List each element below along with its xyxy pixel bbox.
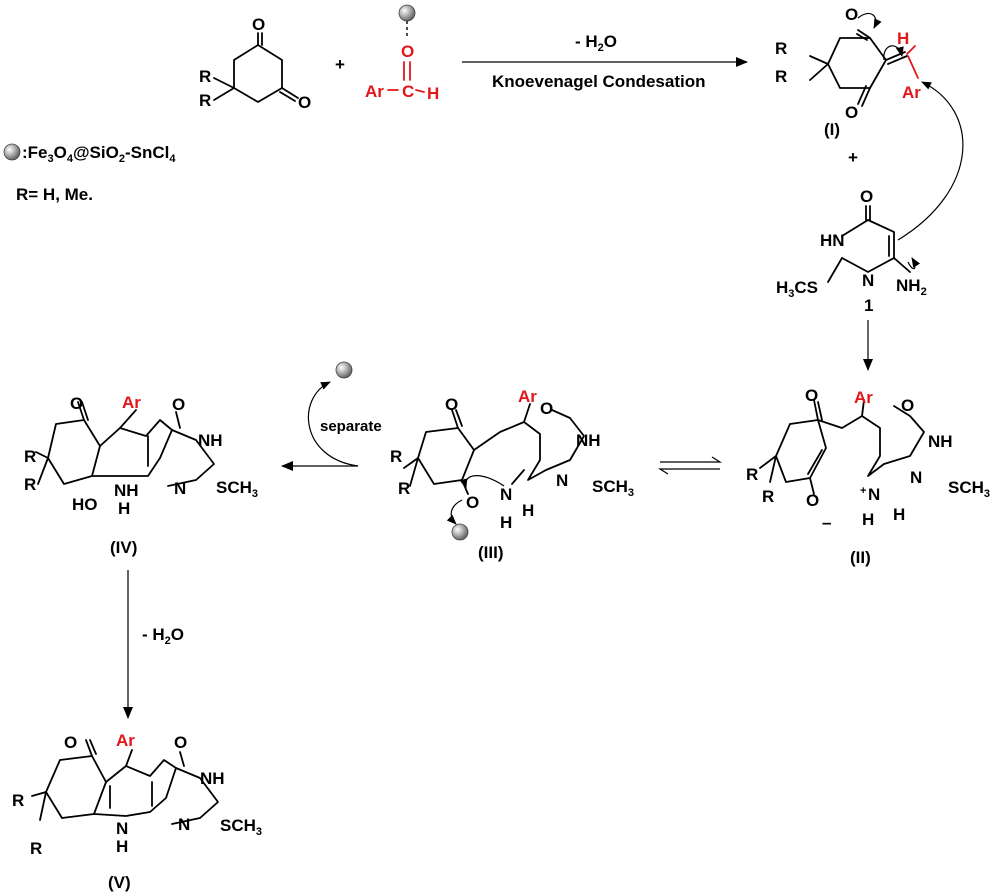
ring-n: N bbox=[556, 471, 568, 490]
intermediate-III: O Ar O NH N SCH3 O N H H R R (III) bbox=[390, 387, 634, 562]
label-III: (III) bbox=[478, 543, 504, 562]
aryl-group: Ar bbox=[365, 82, 384, 101]
aryl-group: Ar bbox=[902, 83, 921, 102]
atom-r: R bbox=[12, 791, 24, 810]
atom-h: H bbox=[897, 29, 909, 48]
atom-h: H bbox=[893, 505, 905, 524]
ring-n: N bbox=[116, 819, 128, 838]
atom-o: O bbox=[70, 394, 83, 413]
ring-nh: HN bbox=[820, 231, 845, 250]
aldehyde-reactant: O C Ar H bbox=[365, 4, 439, 103]
atom-h: H bbox=[116, 837, 128, 856]
atom-o: O bbox=[540, 399, 553, 418]
atom-r: R bbox=[24, 447, 36, 466]
step-name: Knoevenagel Condesation bbox=[492, 72, 705, 91]
intermediate-II: O Ar O NH N SCH3 O – + N H H R R (II) bbox=[746, 386, 990, 567]
atom-o: O bbox=[845, 103, 858, 122]
ring-nh: NH bbox=[200, 769, 225, 788]
atom-h: H bbox=[500, 513, 512, 532]
ring-nh: NH bbox=[576, 431, 601, 450]
ring-n: N bbox=[862, 271, 874, 290]
intermediate-I: O O H Ar R R (I) bbox=[775, 5, 921, 139]
atom-o: O bbox=[445, 395, 458, 414]
atom-r: R bbox=[398, 479, 410, 498]
atom-h: H bbox=[862, 510, 874, 529]
atom-r: R bbox=[762, 487, 774, 506]
amino-n: N bbox=[500, 485, 512, 504]
atom-o: O bbox=[805, 386, 818, 405]
ring-n: N bbox=[174, 479, 186, 498]
label-IV: (IV) bbox=[110, 538, 137, 557]
atom-r: R bbox=[199, 91, 211, 110]
atom-r: R bbox=[30, 839, 42, 858]
atom-o: O bbox=[860, 187, 873, 206]
atom-r: R bbox=[24, 475, 36, 494]
compound-number: 1 bbox=[864, 296, 873, 315]
plus-sign: + bbox=[335, 55, 345, 74]
carbonyl-o: O bbox=[466, 493, 479, 512]
ring-nh: NH bbox=[114, 481, 139, 500]
separate-label: separate bbox=[320, 418, 382, 435]
catalyst-icon bbox=[3, 143, 21, 161]
knoevenagel-step: - H2O Knoevenagel Condesation bbox=[462, 32, 748, 91]
atom-o: O bbox=[298, 93, 311, 112]
step-reagent: - H2O bbox=[142, 625, 184, 647]
methylthio-group: SCH3 bbox=[592, 477, 634, 499]
atom-h: H bbox=[427, 84, 439, 103]
atom-h: H bbox=[118, 499, 130, 518]
atom-r: R bbox=[775, 67, 787, 86]
aryl-group: Ar bbox=[122, 393, 141, 412]
atom-o: O bbox=[901, 396, 914, 415]
atom-o: O bbox=[174, 733, 187, 752]
aryl-group: Ar bbox=[116, 731, 135, 750]
label-V: (V) bbox=[108, 873, 131, 892]
ring-n: N bbox=[910, 468, 922, 487]
separate-step: separate bbox=[281, 361, 382, 471]
aryl-group: Ar bbox=[518, 387, 537, 406]
catalyst-icon bbox=[451, 523, 469, 541]
plus-sign: + bbox=[848, 148, 858, 167]
atom-o: O bbox=[401, 42, 414, 61]
positive-charge: + bbox=[860, 485, 866, 497]
atom-o: O bbox=[172, 395, 185, 414]
iminium-n: N bbox=[868, 485, 880, 504]
negative-charge: – bbox=[822, 513, 831, 532]
methylthio-group: SCH3 bbox=[948, 478, 990, 500]
atom-r: R bbox=[390, 447, 402, 466]
dehydration-step: - H2O bbox=[123, 570, 184, 719]
hydroxy-group: HO bbox=[72, 495, 98, 514]
intermediate-IV: O Ar O NH N SCH3 HO NH H R R (IV) bbox=[24, 393, 258, 557]
r-definition: R= H, Me. bbox=[16, 185, 93, 204]
atom-r: R bbox=[775, 39, 787, 58]
aryl-group: Ar bbox=[854, 388, 873, 407]
amino-group: NH2 bbox=[896, 276, 927, 298]
atom-r: R bbox=[199, 67, 211, 86]
aminopyrimidinone-1: O HN N H3CS NH2 1 bbox=[776, 187, 927, 315]
methylthio-group: SCH3 bbox=[216, 478, 258, 500]
product-V: O Ar O NH N SCH3 N H R R (V) bbox=[12, 731, 262, 892]
cyclohexanedione-reactant: O O R R bbox=[199, 15, 311, 112]
equilibrium-arrow bbox=[657, 456, 723, 475]
ring-nh: NH bbox=[198, 431, 223, 450]
catalyst-formula: :Fe3O4@SiO2-SnCl4 bbox=[22, 143, 176, 165]
catalyst-icon bbox=[398, 4, 416, 22]
catalyst-icon bbox=[335, 361, 353, 379]
step-reagent: - H2O bbox=[575, 32, 617, 54]
legend: :Fe3O4@SiO2-SnCl4 R= H, Me. bbox=[3, 143, 176, 204]
atom-c: C bbox=[402, 82, 414, 101]
ring-n: N bbox=[178, 815, 190, 834]
enolate-o: O bbox=[806, 491, 819, 510]
atom-o: O bbox=[64, 733, 77, 752]
atom-r: R bbox=[746, 465, 758, 484]
methylthio-group: SCH3 bbox=[220, 816, 262, 838]
ring-nh: NH bbox=[928, 432, 953, 451]
methylthio-group: H3CS bbox=[776, 278, 818, 300]
atom-h: H bbox=[522, 501, 534, 520]
nucleophilic-attack-arrow bbox=[897, 81, 964, 241]
label-I: (I) bbox=[824, 120, 840, 139]
atom-o: O bbox=[845, 5, 858, 24]
atom-o: O bbox=[252, 15, 265, 34]
label-II: (II) bbox=[850, 548, 871, 567]
